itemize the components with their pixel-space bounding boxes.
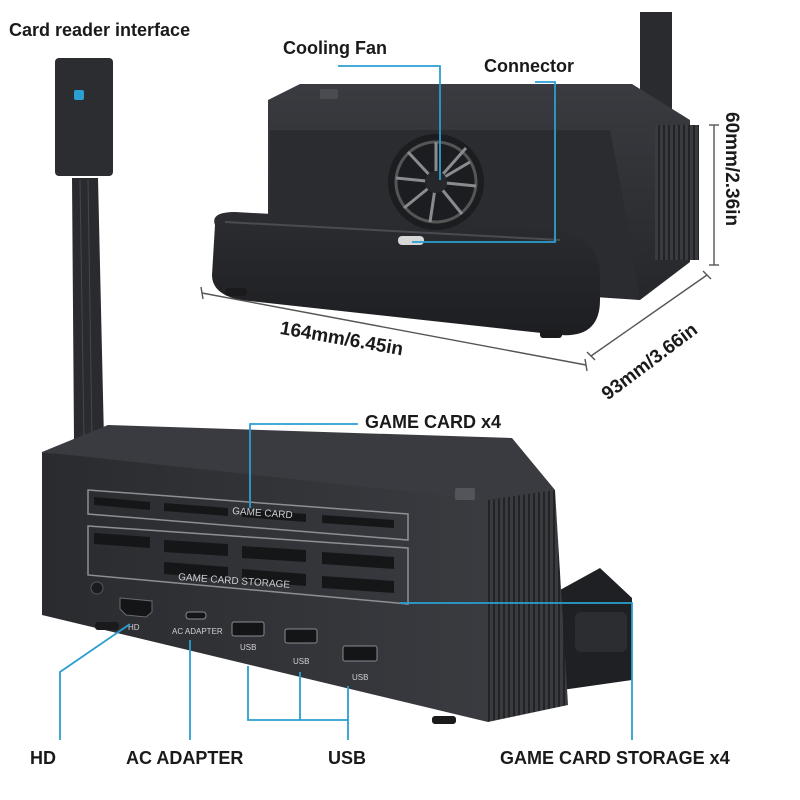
top-dock-foot-right [540,330,562,338]
storage-slot [242,546,306,562]
device-print-usb-3: USB [352,673,368,682]
connector-leader [412,81,556,243]
dimension-lines [200,124,719,372]
game-card-label: GAME CARD x4 [365,412,502,432]
cooling-fan-label: Cooling Fan [283,38,387,58]
bottom-dock-rear-slot [575,612,627,652]
game-card-slot [242,509,306,522]
hd-label: HD [30,748,56,768]
storage-slot [322,576,394,593]
device-print-ac-adapter: AC ADAPTER [172,627,223,636]
bottom-dock: GAME CARD GAME CARD STORAGE HD AC ADAPTE… [42,58,632,724]
storage-slot [242,569,306,586]
usb-leader [247,666,349,740]
usb-port-2 [284,628,318,644]
usb-label: USB [328,748,367,768]
top-callout-lines [338,65,556,243]
usb-c-connector [398,236,424,245]
game-card-slot [322,515,394,528]
top-dock-vent [655,125,699,260]
game-card-storage-panel [87,525,409,605]
card-reader-cable-ribs [79,179,93,441]
cooling-fan [388,134,484,230]
bottom-callout-lines [59,423,633,740]
game-card-panel [87,489,409,541]
game-card-storage-slots [94,533,394,593]
hd-leader [59,623,131,740]
device-print-hd: HD [128,623,140,632]
ac-adapter-label: AC ADAPTER [126,748,244,768]
game-card-leader [249,423,358,508]
device-print-usb-2: USB [293,657,309,666]
bottom-dock-power-button [455,488,475,500]
top-dock-foot-left [225,288,247,296]
card-reader-tab [74,90,84,100]
width-dimension-line [201,292,587,366]
bottom-dock-foot-left [95,622,119,630]
cooling-fan-leader [338,65,441,180]
top-dock-power-button [320,89,338,99]
game-card-slot [94,497,150,510]
ac-adapter-port [185,611,207,620]
bottom-dock-top [42,425,555,510]
height-dimension-label: 60mm/2.36in [721,112,742,227]
game-card-slots [94,497,394,528]
connector-label: Connector [484,56,574,76]
storage-slot [322,552,394,569]
top-dock [212,12,699,338]
card-reader-module [55,58,113,176]
card-reader-cable [72,178,104,450]
cooling-fan-hub [425,171,447,193]
storage-slot [164,540,228,556]
led-indicator [90,581,104,595]
hdmi-port [119,597,153,618]
device-print-usb-1: USB [240,643,256,652]
depth-dimension-line [590,274,708,357]
storage-slot [94,533,150,548]
storage-slot [164,562,228,579]
bottom-dock-vent [488,490,568,722]
game-card-storage-label: GAME CARD STORAGE x4 [500,748,730,768]
top-dock-tray-highlight [224,221,561,241]
bottom-dock-foot-right [432,716,456,724]
usb-port-3 [342,645,378,662]
usb-port-1 [231,621,265,637]
top-dock-tray [212,212,600,336]
game-card-slot [164,503,228,516]
device-print-game-card: GAME CARD [232,506,293,521]
game-card-storage-leader [400,602,633,740]
card-reader-interface-label: Card reader interface [9,20,191,40]
